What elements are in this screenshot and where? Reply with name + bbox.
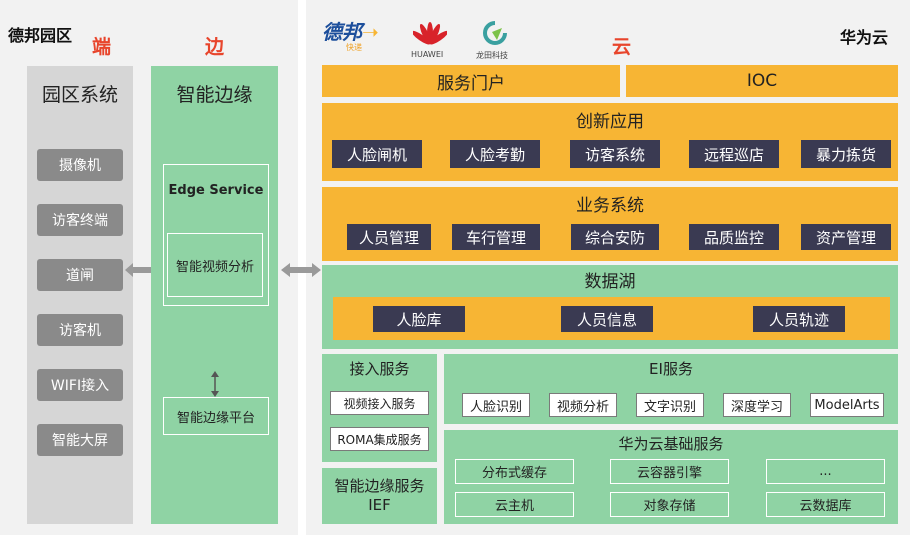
smart-screen-item: 智能大屏 bbox=[37, 424, 123, 456]
visitor-system-item: 访客系统 bbox=[570, 140, 660, 168]
distributed-cache-item: 分布式缓存 bbox=[455, 459, 574, 484]
camera-item: 摄像机 bbox=[37, 149, 123, 181]
barrier-gate-item: 道闸 bbox=[37, 259, 123, 291]
remote-patrol-item: 远程巡店 bbox=[689, 140, 779, 168]
container-engine-item: 云容器引擎 bbox=[610, 459, 729, 484]
longtian-logo: 龙田科技 bbox=[476, 20, 510, 61]
ief-section bbox=[322, 468, 437, 524]
bidirectional-arrow-icon bbox=[281, 263, 321, 277]
face-gate-item: 人脸闸机 bbox=[332, 140, 422, 168]
violent-sorting-item: 暴力拣货 bbox=[801, 140, 891, 168]
security-item: 综合安防 bbox=[571, 224, 659, 250]
longtian-swirl-icon bbox=[483, 21, 507, 45]
modelarts-item: ModelArts bbox=[810, 393, 884, 417]
personnel-info-item: 人员信息 bbox=[561, 306, 653, 332]
basic-services-title: 华为云基础服务 bbox=[618, 434, 724, 453]
ief-line1: 智能边缘服务 bbox=[334, 476, 425, 495]
more-services-item: ... bbox=[766, 459, 885, 484]
smart-edge-title: 智能边缘 bbox=[176, 84, 253, 106]
video-analysis-box: 智能视频分析 bbox=[167, 233, 263, 297]
ioc-box: IOC bbox=[626, 65, 898, 97]
personnel-mgmt-item: 人员管理 bbox=[347, 224, 431, 250]
data-lake-title: 数据湖 bbox=[584, 271, 636, 292]
roma-integration-item: ROMA集成服务 bbox=[330, 427, 429, 451]
debang-logo-sub: 快递 bbox=[346, 43, 362, 52]
debang-logo: 德邦➝ 快递 bbox=[322, 20, 379, 52]
video-analysis-item: 视频分析 bbox=[549, 393, 617, 417]
edge-label: 边 bbox=[205, 36, 225, 58]
personnel-track-item: 人员轨迹 bbox=[753, 306, 845, 332]
debang-logo-text: 德邦 bbox=[322, 20, 362, 44]
asset-mgmt-item: 资产管理 bbox=[801, 224, 891, 250]
huawei-flower-icon bbox=[411, 22, 449, 45]
ei-services-title: EI服务 bbox=[649, 359, 693, 378]
cloud-host-item: 云主机 bbox=[455, 492, 574, 517]
park-title: 德邦园区 bbox=[8, 26, 73, 45]
ocr-item: 文字识别 bbox=[636, 393, 704, 417]
edge-service-box bbox=[163, 164, 269, 306]
object-storage-item: 对象存储 bbox=[610, 492, 729, 517]
face-library-item: 人脸库 bbox=[373, 306, 465, 332]
visitor-terminal-item: 访客终端 bbox=[37, 204, 123, 236]
basic-services-section bbox=[444, 430, 898, 524]
edge-service-title: Edge Service bbox=[168, 183, 264, 198]
edge-platform-box: 智能边缘平台 bbox=[163, 397, 269, 435]
deep-learning-item: 深度学习 bbox=[723, 393, 791, 417]
vertical-arrow-icon bbox=[211, 371, 219, 397]
end-label: 端 bbox=[92, 36, 112, 58]
visitor-machine-item: 访客机 bbox=[37, 314, 123, 346]
innovation-apps-title: 创新应用 bbox=[576, 111, 644, 132]
quality-monitor-item: 品质监控 bbox=[689, 224, 779, 250]
huawei-logo: HUAWEI bbox=[411, 20, 449, 59]
ief-line2: IEF bbox=[368, 496, 391, 514]
face-attendance-item: 人脸考勤 bbox=[450, 140, 540, 168]
face-recognition-item: 人脸识别 bbox=[462, 393, 530, 417]
cloud-label: 云 bbox=[612, 36, 632, 58]
service-portal: 服务门户 bbox=[322, 65, 620, 97]
wifi-access-item: WIFI接入 bbox=[37, 369, 123, 401]
access-services-title: 接入服务 bbox=[349, 359, 410, 378]
vehicle-mgmt-item: 车行管理 bbox=[452, 224, 540, 250]
cloud-title: 华为云 bbox=[839, 28, 888, 47]
bidirectional-arrow-icon bbox=[125, 263, 161, 277]
longtian-logo-text: 龙田科技 bbox=[476, 51, 508, 60]
business-systems-title: 业务系统 bbox=[576, 195, 644, 216]
smart-edge-column bbox=[151, 66, 278, 524]
cloud-database-item: 云数据库 bbox=[766, 492, 885, 517]
huawei-logo-text: HUAWEI bbox=[411, 50, 444, 59]
video-access-item: 视频接入服务 bbox=[330, 391, 429, 415]
park-system-title: 园区系统 bbox=[41, 84, 118, 106]
